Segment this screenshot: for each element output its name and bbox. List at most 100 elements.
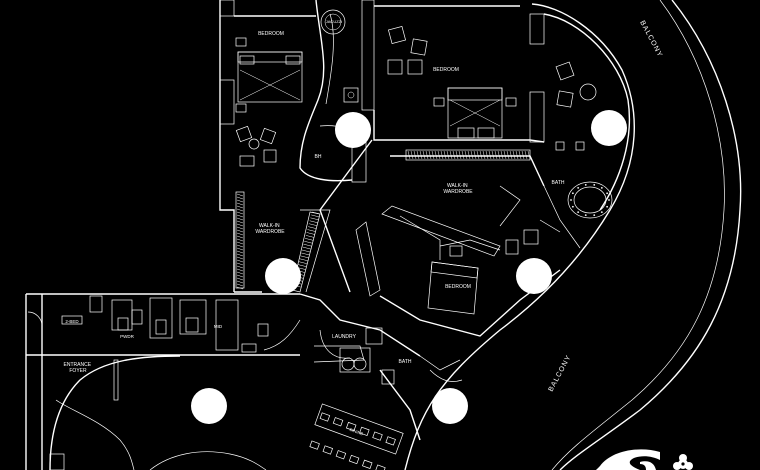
hatch-line [482, 150, 486, 160]
hatch-line [521, 150, 525, 160]
hatch-line [236, 229, 244, 233]
hatch-line [515, 150, 519, 160]
hatch-line [407, 150, 411, 160]
walkin-left-line-2: WARDROBE [255, 229, 285, 235]
hatch-line [413, 150, 417, 160]
hatch-line [443, 150, 447, 160]
hatch-line [304, 240, 313, 244]
hatch-line [236, 250, 244, 254]
hatch-line [455, 150, 459, 160]
hatch-line [308, 223, 317, 226]
hatch-line [452, 150, 456, 160]
hatch-line [434, 150, 438, 160]
hatch-line [236, 238, 244, 242]
label-jacuzzi: JACUZZI [326, 19, 342, 24]
dining-chair [348, 454, 360, 465]
service-strip [25, 295, 351, 359]
tub-dot [593, 214, 596, 217]
tub-dot [606, 205, 609, 208]
tub-dot [608, 199, 610, 201]
walkin-center-line-1: WALK-IN [447, 183, 468, 189]
hatch-line [470, 150, 474, 160]
dining-chair [345, 421, 357, 432]
hatch-line [236, 193, 244, 197]
tub-dot [577, 211, 580, 214]
hatch-line [307, 229, 316, 232]
label-bedroom-left: BEDROOM [258, 31, 284, 37]
hatch-line [467, 150, 471, 160]
label-bedroom-master: BEDROOM [433, 67, 459, 73]
hatch-line [236, 196, 244, 200]
hatch-line [236, 235, 244, 239]
bath-right [539, 181, 613, 249]
hatch-line [236, 256, 244, 260]
hatch-line [298, 261, 307, 264]
hatch-line [311, 211, 321, 215]
marker-6 [432, 388, 468, 424]
tub-dot [571, 192, 574, 195]
walkin-wardrobe-left [235, 191, 331, 293]
hatch-line [473, 150, 477, 160]
foyer-line-2: FOYER [69, 368, 87, 374]
label-pwdr: PWDR [120, 334, 134, 339]
tub-dot [571, 205, 574, 208]
hatch-line [236, 220, 244, 224]
tub-dot [577, 186, 580, 189]
hatch-line [236, 244, 244, 248]
dining-chair [385, 436, 396, 446]
hatch-line [428, 150, 432, 160]
hatch-line [236, 265, 244, 269]
hatch-line [301, 252, 310, 256]
tub-dot [570, 199, 572, 201]
hatch-line [437, 150, 441, 160]
hatch-line [236, 232, 244, 236]
marker-5 [191, 388, 227, 424]
hatch-line [308, 226, 317, 229]
dining-chair [375, 464, 386, 470]
tub-dot [593, 183, 596, 186]
hatch-line [461, 150, 465, 160]
hatch-line [236, 208, 244, 212]
hatch-line [527, 150, 531, 160]
label-bath-right: BATH [552, 180, 565, 186]
walkin-left-line-1: WALK-IN [259, 223, 280, 229]
label-walkin-wardrobe-left: WALK-IN WARDROBE [255, 223, 285, 235]
hatch-line [524, 150, 528, 160]
hatch-line [236, 241, 244, 245]
hatch-line [236, 274, 244, 278]
label-bh: BH [315, 154, 322, 160]
hatch-line [236, 280, 244, 284]
dining-chair [359, 426, 370, 436]
dining-chair [335, 450, 347, 460]
label-dining: DINING [349, 427, 364, 436]
hatch-line [236, 223, 244, 227]
hatch-line [416, 150, 420, 160]
hatch-line [509, 150, 513, 160]
hatch-line [236, 271, 244, 275]
hatch-line [410, 150, 414, 160]
hatch-line [298, 264, 307, 267]
hatch-line [236, 226, 244, 230]
marker-1 [335, 112, 371, 148]
entrance-dining [49, 355, 404, 470]
hatch-line [464, 150, 468, 160]
tub-dot [606, 192, 609, 195]
hatch-line [446, 150, 450, 160]
marker-3 [265, 258, 301, 294]
brand-logo-icon [596, 449, 660, 470]
hatch-line [449, 150, 453, 160]
hatch-line [236, 199, 244, 203]
hatch-line [305, 238, 314, 241]
tub-dot [584, 183, 587, 186]
tub-dot [584, 214, 587, 217]
balcony-outline [404, 0, 742, 470]
hatch-line [306, 232, 315, 235]
hatch-line [236, 202, 244, 206]
label-2-bed: 2-BED [65, 319, 79, 324]
hatch-line [422, 150, 426, 160]
tub-dot [600, 186, 603, 189]
dining-chair [322, 445, 334, 455]
hatch-line [311, 214, 320, 218]
hatch-line [485, 150, 489, 160]
hatch-line [236, 217, 244, 221]
